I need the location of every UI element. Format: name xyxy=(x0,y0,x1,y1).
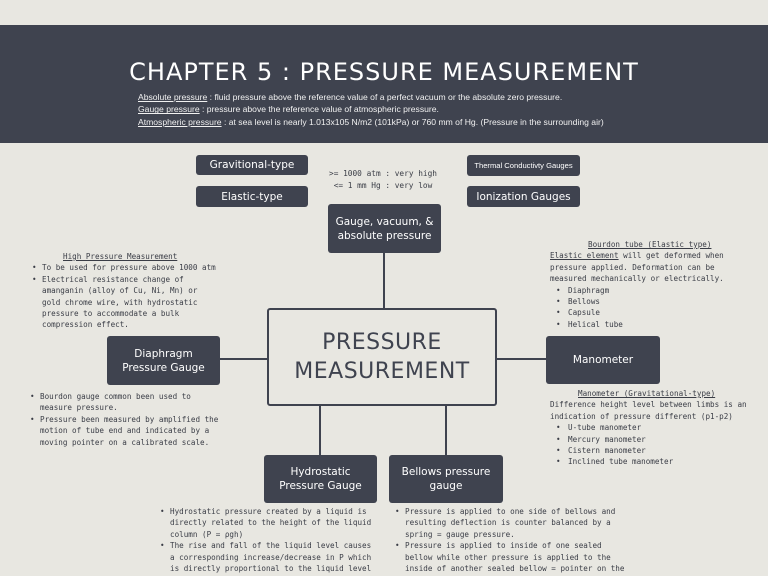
note-item: Bellows xyxy=(550,296,750,308)
definition-term: Atmospheric pressure xyxy=(138,116,222,127)
node-label-line1: Diaphragm xyxy=(134,347,193,360)
node-label-line1: Hydrostatic xyxy=(290,466,351,478)
note-list: Pressure is applied to one side of bello… xyxy=(393,506,629,576)
hydrostatic-note: Hydrostatic pressure created by a liquid… xyxy=(158,506,373,576)
hydrostatic-pressure-gauge-node: Hydrostatic Pressure Gauge xyxy=(264,455,377,503)
diaphragm-pressure-gauge-node: Diaphragm Pressure Gauge xyxy=(107,336,220,385)
bourdon-tube-note: Bourdon tube (Elastic type) Elastic elem… xyxy=(550,239,750,331)
note-intro: Difference height level between limbs is… xyxy=(550,400,747,421)
node-label: Manometer xyxy=(572,354,634,366)
gravitional-type-label: Gravitional-type xyxy=(209,159,295,171)
node-label-line2: absolute pressure xyxy=(337,229,432,242)
definition-text: : pressure above the reference value of … xyxy=(199,104,439,115)
note-item: Inclined tube manometer xyxy=(550,456,750,468)
note-item: Mercury manometer xyxy=(550,434,750,446)
ionization-gauges-label: Ionization Gauges xyxy=(476,190,571,203)
connector-bottom-left xyxy=(319,405,321,455)
manometer-node: Manometer xyxy=(546,336,660,384)
note-list: U-tube manometer Mercury manometer Ciste… xyxy=(550,422,750,468)
elastic-type-label: Elastic-type xyxy=(221,190,283,203)
note-list: Bourdon gauge common been used to measur… xyxy=(28,391,223,448)
note-item: The rise and fall of the liquid level ca… xyxy=(158,540,373,576)
note-intro-text: will get deformed when pressure applied.… xyxy=(550,251,724,284)
connector-top xyxy=(383,252,385,309)
note-list: Hydrostatic pressure created by a liquid… xyxy=(158,506,373,576)
definitions-block: Absolute pressure : fluid pressure above… xyxy=(138,91,738,128)
bellows-note: Pressure is applied to one side of bello… xyxy=(393,506,629,576)
node-label-line1: Gauge, vacuum, & xyxy=(335,215,434,228)
definition-gauge: Gauge pressure : pressure above the refe… xyxy=(138,103,738,115)
note-item: Pressure been measured by amplified the … xyxy=(28,414,223,448)
range-high: >= 1000 atm : very high xyxy=(329,169,437,178)
note-intro: Elastic element will get deformed when p… xyxy=(550,250,750,284)
top-margin xyxy=(0,0,768,25)
note-item: Bourdon gauge common been used to measur… xyxy=(28,391,223,414)
definition-atmospheric: Atmospheric pressure : at sea level is n… xyxy=(138,116,738,128)
elastic-type-box: Elastic-type xyxy=(196,186,308,207)
note-item: Pressure is applied to inside of one sea… xyxy=(393,540,629,576)
ionization-gauges-box: Ionization Gauges xyxy=(467,186,580,207)
note-heading: Bourdon tube (Elastic type) xyxy=(588,240,712,249)
connector-right xyxy=(496,358,546,360)
node-label-line2: gauge xyxy=(429,480,463,492)
node-label-line1: Bellows pressure xyxy=(401,466,491,478)
chapter-title: CHAPTER 5 : PRESSURE MEASUREMENT xyxy=(129,58,639,86)
note-heading: Manometer (Gravitational-type) xyxy=(578,389,716,398)
note-list: Diaphragm Bellows Capsule Helical tube xyxy=(550,285,750,331)
thermal-conductivity-label: Thermal Conductivty Gauges xyxy=(474,161,573,170)
definition-absolute: Absolute pressure : fluid pressure above… xyxy=(138,91,738,103)
definition-text: : at sea level is nearly 1.013x105 N/m2 … xyxy=(221,116,604,127)
note-item: Diaphragm xyxy=(550,285,750,297)
node-label-line2: Pressure Gauge xyxy=(122,361,205,374)
note-item: Cistern manometer xyxy=(550,445,750,457)
note-list: To be used for pressure above 1000 atm E… xyxy=(30,262,220,330)
range-low: <= 1 mm Hg : very low xyxy=(333,180,433,190)
high-pressure-note: High Pressure Measurement To be used for… xyxy=(30,251,220,331)
center-label-line2: MEASUREMENT xyxy=(294,359,470,384)
center-label-line1: PRESSURE xyxy=(322,330,442,355)
definition-term: Absolute pressure xyxy=(138,92,208,102)
note-item: Hydrostatic pressure created by a liquid… xyxy=(158,506,373,540)
gauge-vacuum-absolute-node: Gauge, vacuum, & absolute pressure xyxy=(328,204,441,253)
note-item: Capsule xyxy=(550,307,750,319)
pressure-range-note: >= 1000 atm : very high <= 1 mm Hg : ver… xyxy=(318,168,448,191)
note-item: To be used for pressure above 1000 atm xyxy=(30,262,220,274)
note-intro-term: Elastic element xyxy=(550,251,619,261)
connector-bottom-right xyxy=(445,405,447,455)
node-label-line2: Pressure Gauge xyxy=(279,480,362,492)
note-heading: High Pressure Measurement xyxy=(63,252,178,261)
note-item: Electrical resistance change of amangani… xyxy=(30,274,220,331)
diaphragm-note: Bourdon gauge common been used to measur… xyxy=(28,391,223,448)
note-item: Pressure is applied to one side of bello… xyxy=(393,506,629,540)
definition-term: Gauge pressure xyxy=(138,104,200,115)
note-item: Helical tube xyxy=(550,319,750,331)
connector-left xyxy=(220,358,268,360)
bellows-pressure-gauge-node: Bellows pressure gauge xyxy=(389,455,503,503)
pressure-measurement-center-node: PRESSURE MEASUREMENT xyxy=(267,308,497,406)
gravitional-type-box: Gravitional-type xyxy=(196,155,308,175)
chapter-header: CHAPTER 5 : PRESSURE MEASUREMENT Absolut… xyxy=(0,25,768,143)
manometer-note: Manometer (Gravitational-type) Differenc… xyxy=(550,388,750,468)
definition-text: : fluid pressure above the reference val… xyxy=(207,92,563,102)
thermal-conductivity-box: Thermal Conductivty Gauges xyxy=(467,155,580,176)
note-item: U-tube manometer xyxy=(550,422,750,434)
